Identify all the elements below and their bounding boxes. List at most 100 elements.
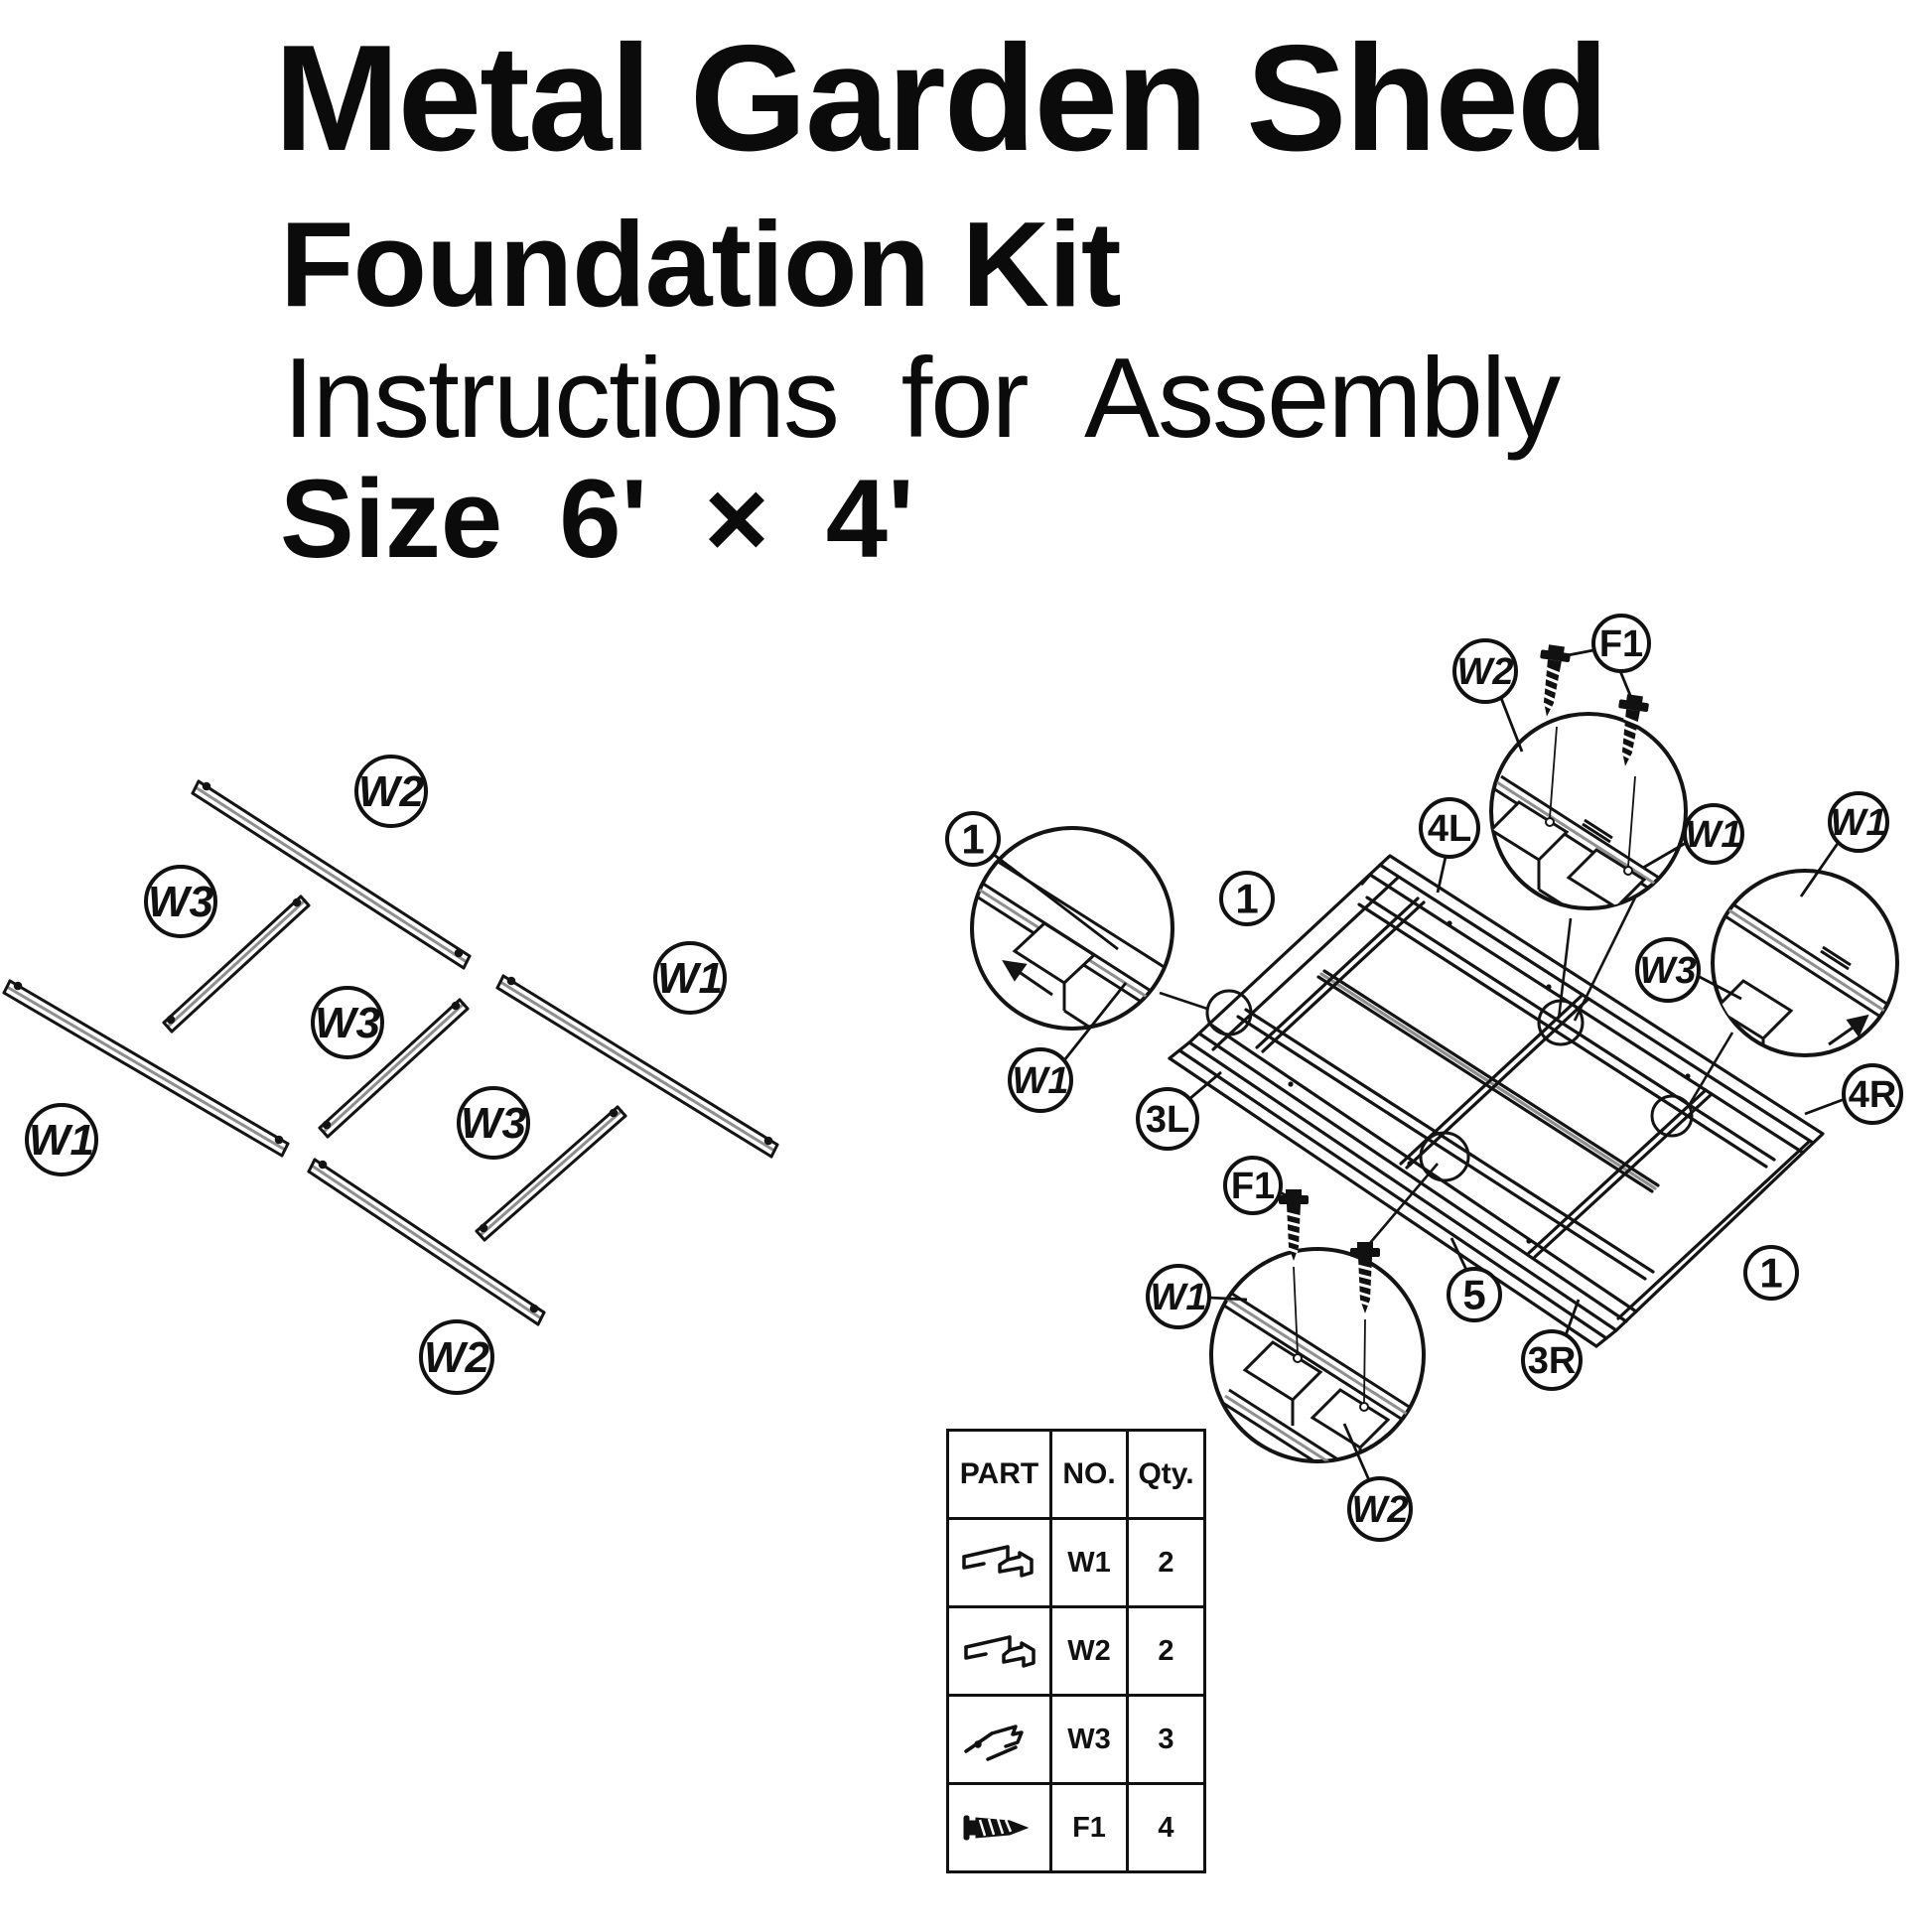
balloon-circle bbox=[945, 811, 1001, 867]
part-bracket-icon bbox=[963, 1725, 1024, 1761]
part-screw-icon bbox=[963, 1815, 1029, 1841]
detail-circle-left bbox=[970, 826, 1174, 1031]
junction-right bbox=[1650, 1094, 1694, 1138]
balloon-circle bbox=[1683, 803, 1744, 865]
balloon-w1: W1 bbox=[1008, 982, 1128, 1113]
balloon-w2: W2 bbox=[419, 1319, 494, 1395]
frame-rivets bbox=[1288, 920, 1691, 1244]
balloon-label: 1 bbox=[1235, 875, 1258, 921]
balloon-f1: F1 bbox=[1562, 614, 1651, 706]
page-title: Metal Garden Shed bbox=[274, 14, 1609, 183]
leader-line bbox=[1436, 856, 1448, 894]
balloon-3l: 3L bbox=[1136, 1070, 1222, 1151]
balloon-label: 5 bbox=[1462, 1271, 1485, 1317]
leader-line bbox=[1642, 841, 1687, 870]
balloon-4r: 4R bbox=[1804, 1063, 1903, 1125]
part-no: F1 bbox=[1049, 1782, 1129, 1873]
balloon-circle bbox=[311, 986, 384, 1059]
balloon-label: W3 bbox=[1640, 950, 1697, 992]
subtitle-instructions: Instructions for Assembly bbox=[283, 336, 1561, 462]
balloon-label: 1 bbox=[961, 815, 984, 862]
detail-circle-right bbox=[1711, 869, 1899, 1057]
part-no: W3 bbox=[1049, 1694, 1129, 1785]
part-icon-cell bbox=[946, 1782, 1052, 1873]
balloon-label: W3 bbox=[461, 1099, 526, 1148]
balloon-label: W1 bbox=[1831, 802, 1887, 844]
exploded-parts-diagram bbox=[2, 779, 779, 1326]
leader-line bbox=[1188, 1070, 1222, 1101]
balloon-1: 1 bbox=[1219, 871, 1275, 926]
balloon-3r: 3R bbox=[1521, 1299, 1583, 1391]
leader-line bbox=[1804, 1097, 1846, 1116]
screw-icon bbox=[1348, 1240, 1382, 1315]
leader-line bbox=[1208, 1296, 1248, 1302]
balloon-circle bbox=[419, 1319, 494, 1395]
balloon-label: W1 bbox=[657, 954, 723, 1003]
balloon-w1: W1 bbox=[653, 941, 727, 1015]
balloon-circle bbox=[1219, 871, 1275, 926]
balloon-w2: W2 bbox=[354, 755, 428, 828]
balloon-circle bbox=[1452, 638, 1518, 704]
balloon-w2: W2 bbox=[1342, 1423, 1413, 1542]
detail-circle-top bbox=[1489, 712, 1688, 910]
assembled-frame bbox=[1168, 854, 1825, 1348]
leader-line bbox=[1697, 974, 1742, 1001]
leader-line bbox=[1279, 1190, 1294, 1200]
rail-w3-middle bbox=[318, 998, 470, 1139]
balloon-w3: W3 bbox=[144, 865, 217, 938]
junction-center bbox=[1419, 1131, 1470, 1182]
leader-line bbox=[1342, 1423, 1371, 1481]
balloon-label: W3 bbox=[315, 999, 380, 1047]
balloon-label: W3 bbox=[148, 878, 213, 926]
balloon-circle bbox=[1419, 797, 1480, 859]
balloon-circle bbox=[1743, 1245, 1799, 1301]
balloon-label: F1 bbox=[1231, 1166, 1275, 1207]
balloon-w3: W3 bbox=[457, 1086, 530, 1160]
balloon-circle bbox=[1591, 614, 1651, 673]
balloon-label: 3R bbox=[1528, 1340, 1577, 1382]
parts-header-qty: Qty. bbox=[1126, 1429, 1206, 1520]
part-icon-cell bbox=[946, 1605, 1052, 1697]
balloon-f1: F1 bbox=[1223, 1156, 1294, 1215]
balloon-circle bbox=[653, 941, 727, 1015]
rail-w2-top bbox=[191, 779, 472, 970]
detail-connectors bbox=[1159, 895, 1734, 1244]
balloon-w3: W3 bbox=[1635, 937, 1742, 1003]
part-qty: 2 bbox=[1126, 1517, 1206, 1608]
balloon-w1: W1 bbox=[1799, 791, 1889, 897]
balloon-1: 1 bbox=[945, 811, 1119, 951]
balloon-circle bbox=[1635, 937, 1701, 1003]
balloon-w2: W2 bbox=[1452, 638, 1524, 753]
leader-line bbox=[1449, 1237, 1468, 1271]
subtitle-foundation-kit: Foundation Kit bbox=[280, 197, 1122, 332]
balloon-1: 1 bbox=[1743, 1245, 1799, 1301]
balloon-label: W1 bbox=[1151, 1277, 1207, 1318]
balloon-label: 3L bbox=[1146, 1099, 1189, 1141]
part-qty: 4 bbox=[1126, 1782, 1206, 1873]
rail-w3-upper bbox=[162, 895, 311, 1034]
balloon-circle bbox=[1008, 1047, 1073, 1113]
balloon-circle bbox=[354, 755, 428, 828]
balloon-5: 5 bbox=[1447, 1237, 1502, 1322]
junction-circles bbox=[1205, 989, 1694, 1182]
junction-left bbox=[1205, 989, 1253, 1036]
balloon-w3: W3 bbox=[311, 986, 384, 1059]
balloon-label: F1 bbox=[1599, 623, 1643, 665]
detail-bottom-content bbox=[1212, 1285, 1423, 1461]
part-qty: 3 bbox=[1126, 1694, 1206, 1785]
detail-circle-bottom bbox=[1209, 1247, 1426, 1463]
balloon-label: W2 bbox=[358, 767, 425, 816]
leader-line bbox=[1564, 1299, 1581, 1336]
part-no: W1 bbox=[1049, 1517, 1129, 1608]
balloon-circle bbox=[1223, 1156, 1283, 1215]
rail-w3-lower bbox=[475, 1105, 627, 1242]
parts-header-no: NO. bbox=[1049, 1429, 1129, 1520]
balloon-label: 1 bbox=[1759, 1249, 1782, 1296]
